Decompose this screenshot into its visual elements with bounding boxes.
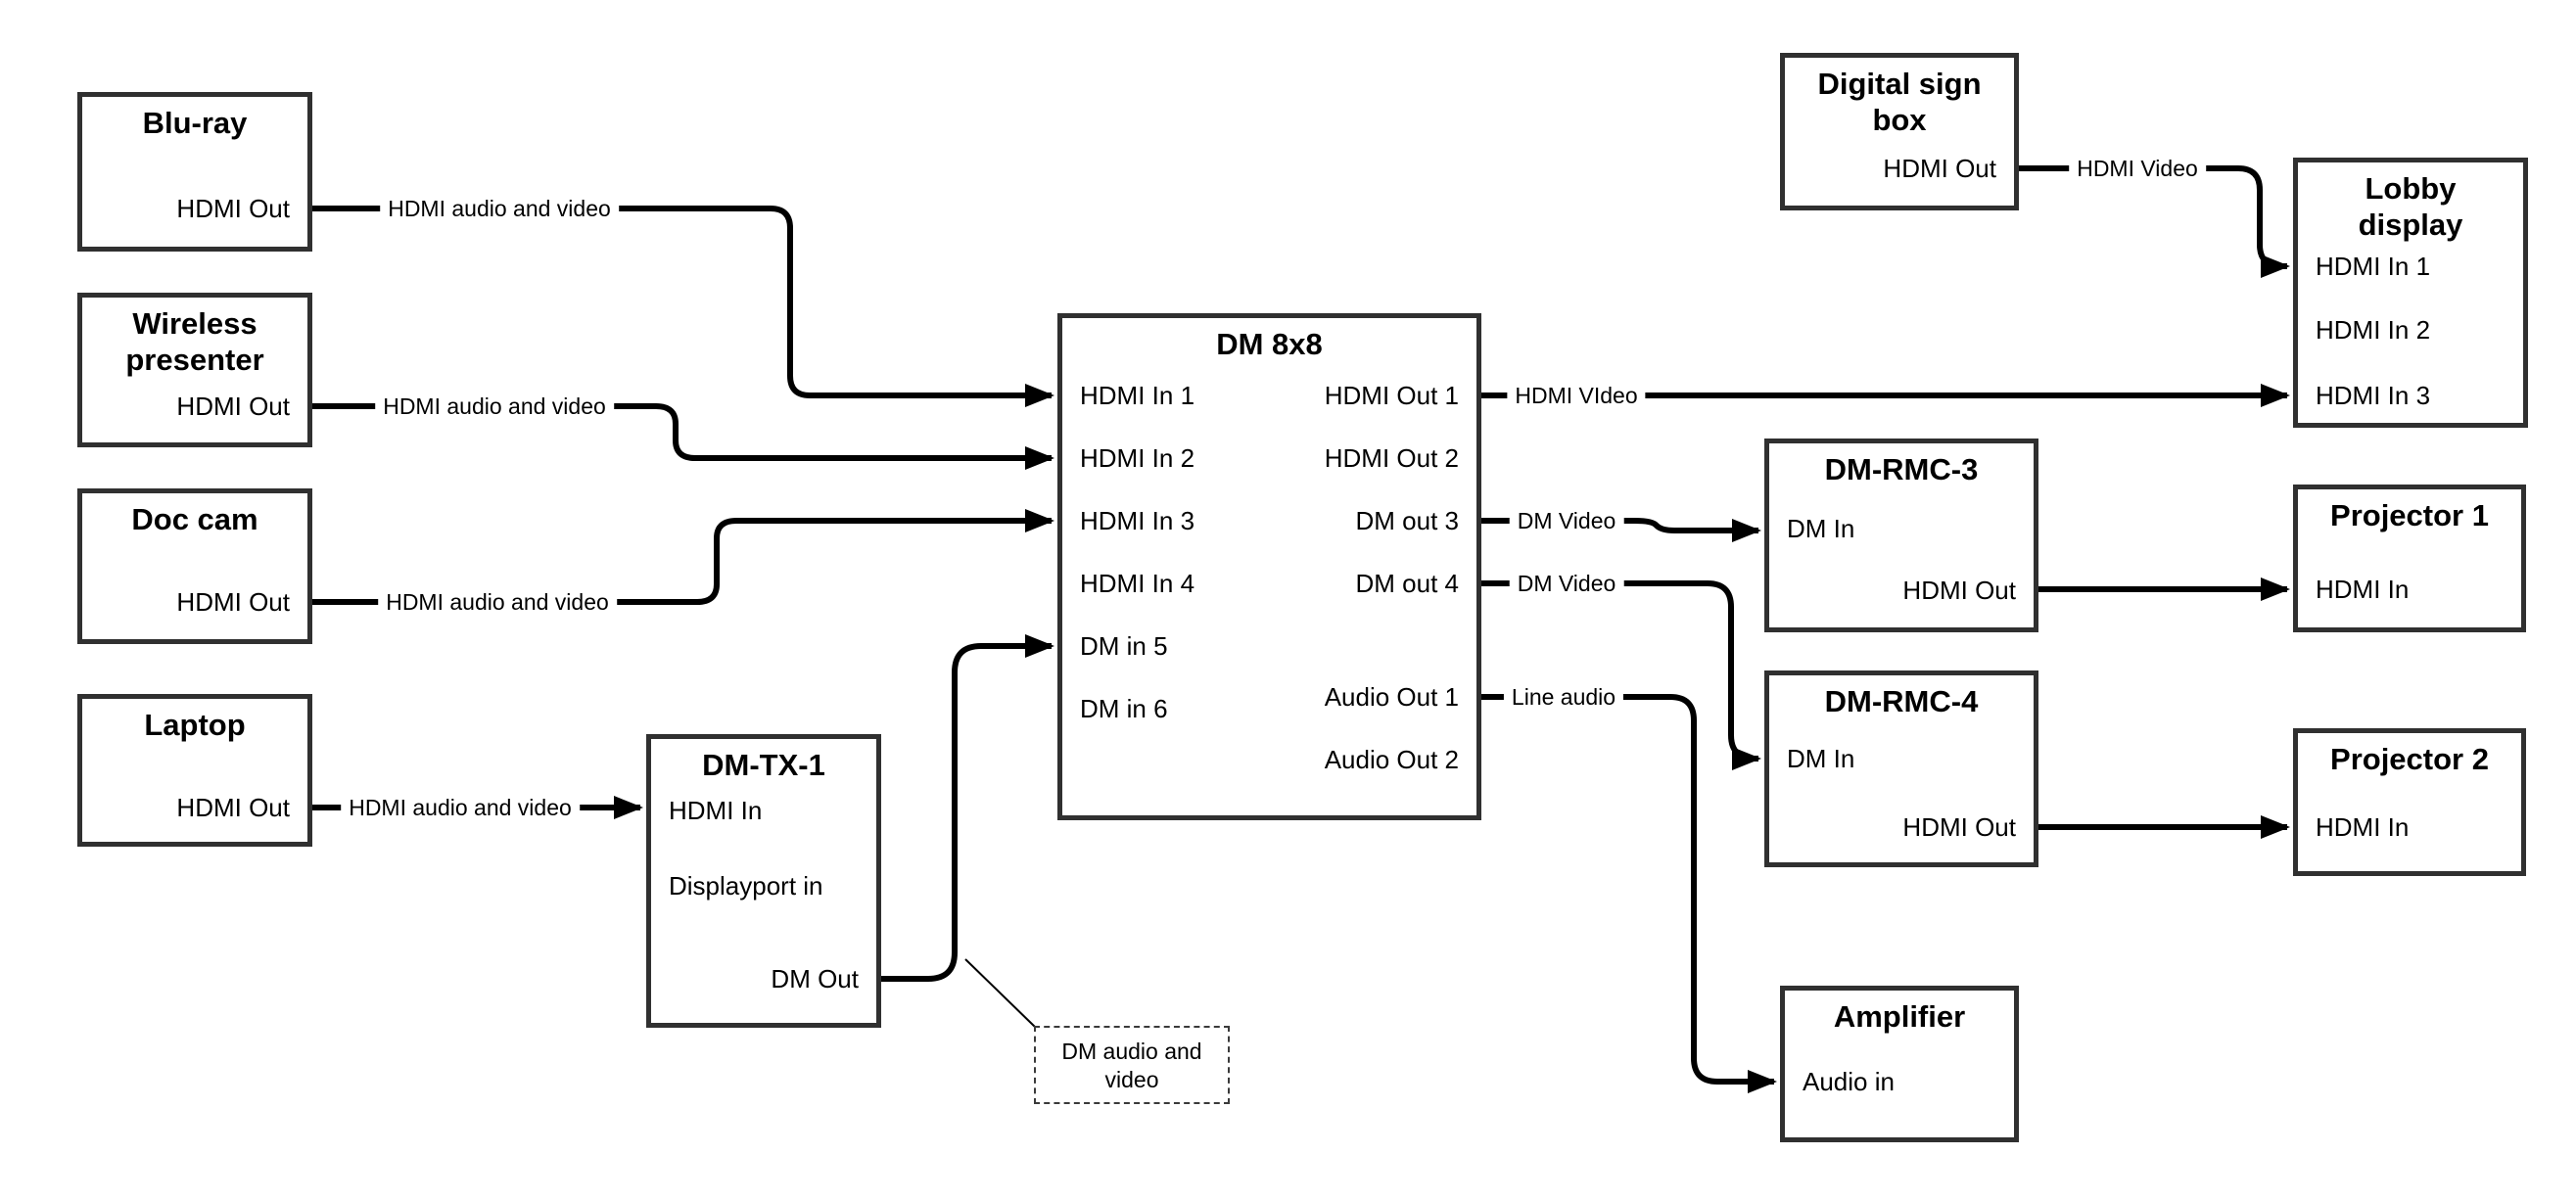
port-dm-in: DM In [1787,514,1855,543]
edge-label-hdmi-video-main: HDMI VIdeo [1507,381,1646,410]
note-leader-line [964,958,1037,1029]
port-audio-out-1: Audio Out 1 [1324,682,1459,712]
port-hdmi-out-1: HDMI Out 1 [1324,381,1459,410]
node-title: Blu-ray [142,106,248,140]
port-hdmi-out: HDMI Out [1902,576,2016,605]
edge-label-hdmi-video-sign: HDMI Video [2069,154,2206,183]
port-audio-out-2: Audio Out 2 [1324,745,1459,774]
node-lobby-display: Lobby display HDMI In 1 HDMI In 2 HDMI I… [2293,158,2528,428]
port-dm-out: DM Out [771,964,859,993]
port-dm-out-3: DM out 3 [1355,506,1460,535]
node-dm-8x8: DM 8x8 HDMI In 1 HDMI In 2 HDMI In 3 HDM… [1057,313,1481,820]
node-title: DM-TX-1 [702,748,825,782]
node-projector-2: Projector 2 HDMI In [2293,728,2526,876]
node-bluray: Blu-ray HDMI Out [77,92,312,252]
node-dm-rmc-3: DM-RMC-3 DM In HDMI Out [1764,439,2038,632]
port-hdmi-in-1: HDMI In 1 [2316,252,2431,281]
node-title: Projector 2 [2330,742,2489,776]
node-title: DM 8x8 [1216,327,1323,361]
node-laptop: Laptop HDMI Out [77,694,312,847]
port-hdmi-out: HDMI Out [1902,812,2016,842]
node-title: Digital sign box [1817,67,1982,137]
port-hdmi-in-4: HDMI In 4 [1080,569,1195,598]
port-hdmi-out: HDMI Out [176,587,290,617]
port-hdmi-out-2: HDMI Out 2 [1324,443,1459,473]
node-title: Wireless presenter [125,306,264,377]
edge-dm8x8-audio1-to-amplifier [1481,694,1777,1093]
port-hdmi-in: HDMI In [669,796,763,825]
edge-label-wireless-av: HDMI audio and video [375,392,614,421]
port-dm-in-5: DM in 5 [1080,631,1168,661]
node-title: DM-RMC-3 [1824,452,1979,486]
node-title: Lobby display [2358,171,2463,242]
edge-label-dm-video-4: DM Video [1509,569,1624,598]
node-wireless-presenter: Wireless presenter HDMI Out [77,293,312,447]
node-digital-sign-box: Digital sign box HDMI Out [1780,53,2019,210]
node-doc-cam: Doc cam HDMI Out [77,488,312,644]
port-hdmi-in: HDMI In [2316,812,2410,842]
port-hdmi-in-1: HDMI In 1 [1080,381,1195,410]
port-hdmi-in-2: HDMI In 2 [2316,315,2431,345]
port-hdmi-out: HDMI Out [176,793,290,822]
edge-dm8x8-out4-to-rmc4 [1481,580,1761,770]
node-title: DM-RMC-4 [1824,684,1979,718]
port-hdmi-in-3: HDMI In 3 [2316,381,2431,410]
port-hdmi-in-3: HDMI In 3 [1080,506,1195,535]
node-dm-tx-1: DM-TX-1 HDMI In Displayport in DM Out [646,734,881,1028]
node-title: Amplifier [1833,999,1966,1034]
node-amplifier: Amplifier Audio in [1780,986,2019,1142]
port-audio-in: Audio in [1803,1067,1895,1096]
node-title: Projector 1 [2330,498,2489,532]
port-hdmi-in: HDMI In [2316,575,2410,604]
edge-dmtx1-to-dm8x8-in5 [881,634,1054,982]
node-title: Laptop [144,708,246,742]
node-dm-rmc-4: DM-RMC-4 DM In HDMI Out [1764,670,2038,867]
edge-bluray-to-dm8x8-in1 [312,206,1054,407]
port-displayport-in: Displayport in [669,871,823,901]
node-projector-1: Projector 1 HDMI In [2293,485,2526,632]
edge-label-laptop-av: HDMI audio and video [341,793,580,822]
port-hdmi-out: HDMI Out [176,194,290,223]
port-hdmi-out: HDMI Out [1883,154,1996,183]
port-hdmi-out: HDMI Out [176,392,290,421]
port-dm-out-4: DM out 4 [1355,569,1460,598]
edge-label-line-audio: Line audio [1503,682,1624,712]
edge-label-bluray-av: HDMI audio and video [380,194,619,223]
edge-sign-to-lobby-in1 [2019,165,2290,278]
port-dm-in: DM In [1787,744,1855,773]
edge-label-doccam-av: HDMI audio and video [378,587,617,617]
node-title: Doc cam [131,502,258,536]
port-dm-in-6: DM in 6 [1080,694,1168,723]
edge-label-dm-video-3: DM Video [1509,506,1624,535]
note-dm-audio-and-video: DM audio and video [1034,1026,1230,1104]
port-hdmi-in-2: HDMI In 2 [1080,443,1195,473]
